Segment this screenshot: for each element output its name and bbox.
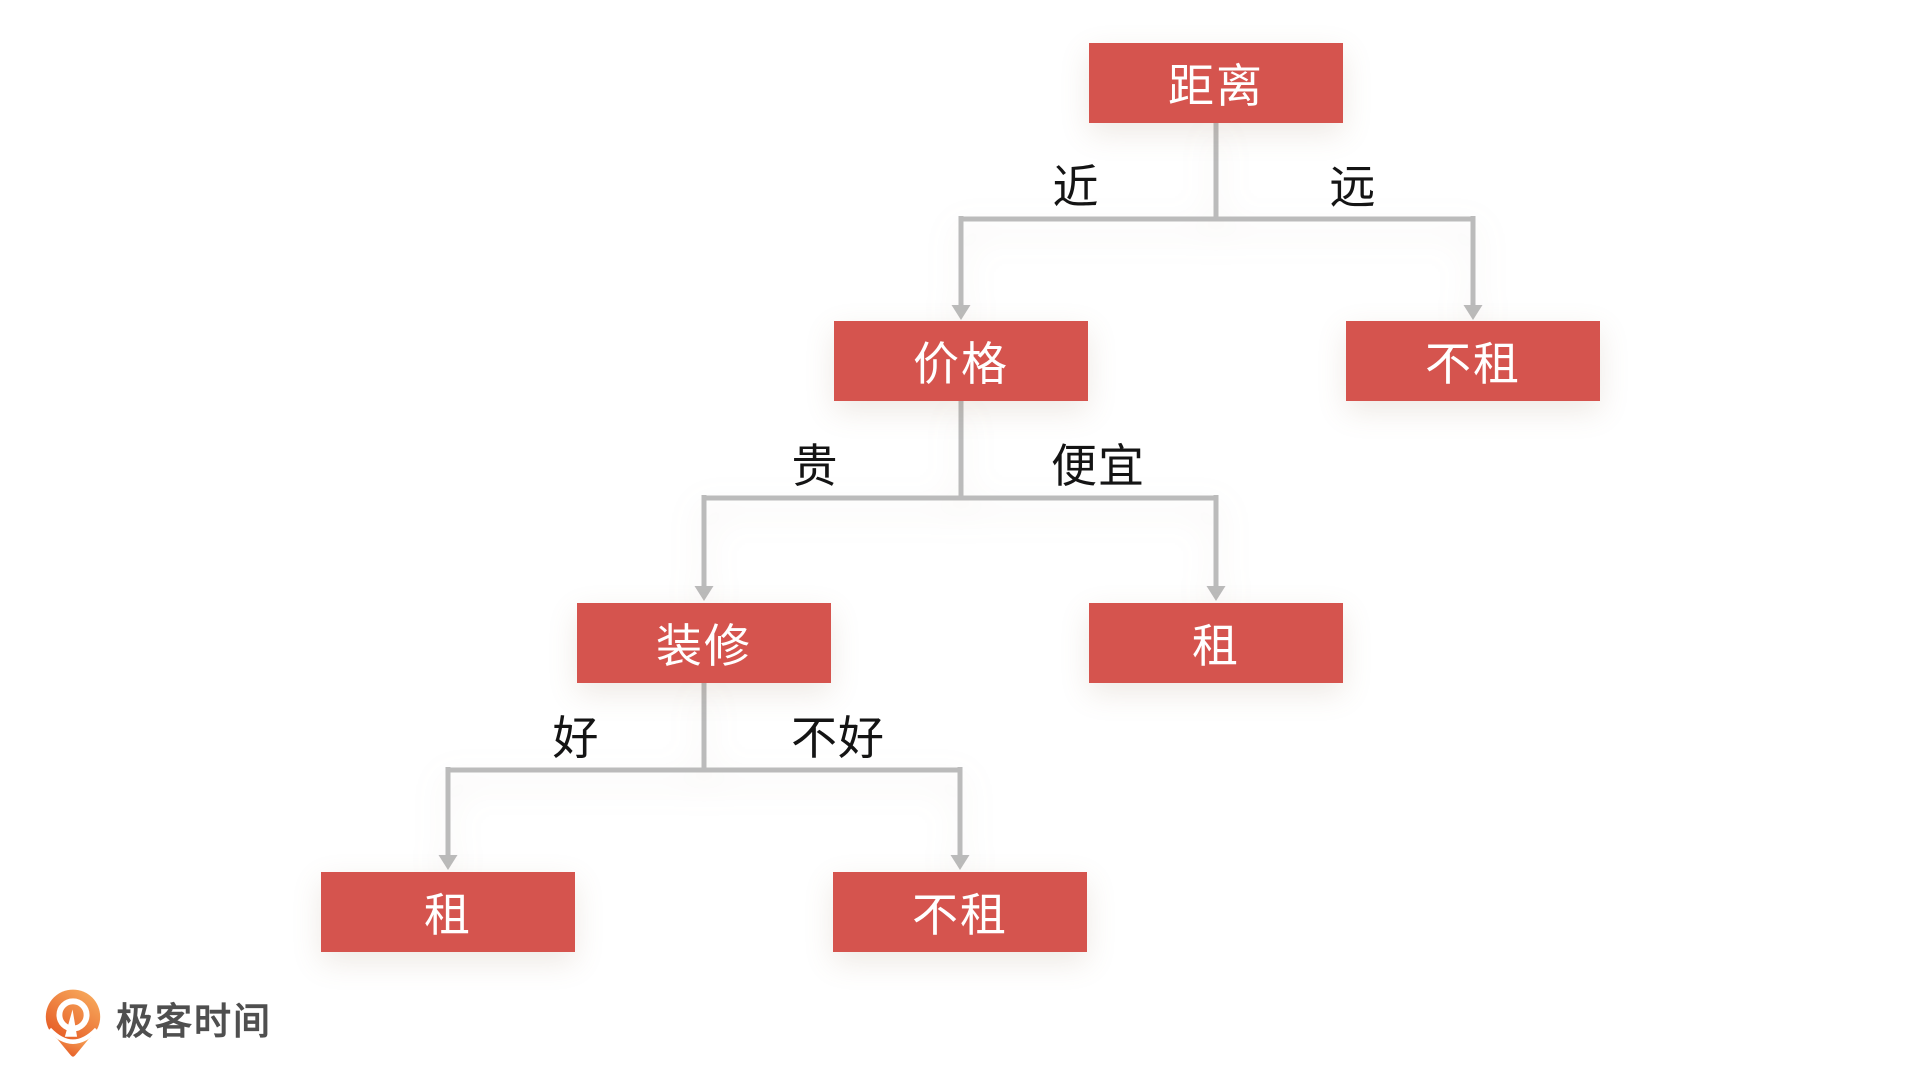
node-label: 距离 (1168, 60, 1264, 112)
node-rent-good: 租 (321, 872, 575, 952)
geektime-pin-icon (45, 989, 101, 1057)
node-price: 价格 (834, 321, 1088, 401)
node-label: 租 (424, 889, 472, 941)
edge-label-expensive: 贵 (791, 440, 839, 492)
edge-label-not-good: 不好 (791, 712, 885, 764)
edge-label-good: 好 (552, 712, 600, 764)
node-no-rent-far: 不租 (1346, 321, 1600, 401)
node-rent-cheap: 租 (1089, 603, 1343, 683)
node-distance: 距离 (1089, 43, 1343, 123)
arrowhead-to-rent-cheap (1206, 586, 1226, 601)
edge-label-far: 远 (1329, 161, 1377, 213)
node-label: 不租 (912, 889, 1008, 941)
node-decoration: 装修 (577, 603, 831, 683)
node-label: 租 (1192, 620, 1240, 672)
arrowhead-to-rent-good (438, 855, 458, 870)
branch-decoration (445, 682, 963, 857)
node-no-rent-bad: 不租 (833, 872, 1087, 952)
branch-distance (958, 121, 1476, 307)
arrowhead-to-no-rent-bad (950, 855, 970, 870)
node-label: 不租 (1425, 338, 1521, 390)
node-label: 装修 (656, 620, 752, 672)
brand-logo: 极客时间 (44, 988, 272, 1060)
edge-label-near: 近 (1052, 161, 1100, 213)
arrowhead-to-decoration (694, 586, 714, 601)
node-label: 价格 (913, 338, 1009, 390)
branch-price (701, 400, 1219, 588)
brand-logo-text: 极客时间 (116, 1000, 272, 1042)
edge-label-cheap: 便宜 (1051, 440, 1145, 492)
arrowhead-to-no-rent-far (1463, 305, 1483, 320)
arrowhead-to-price (951, 305, 971, 320)
